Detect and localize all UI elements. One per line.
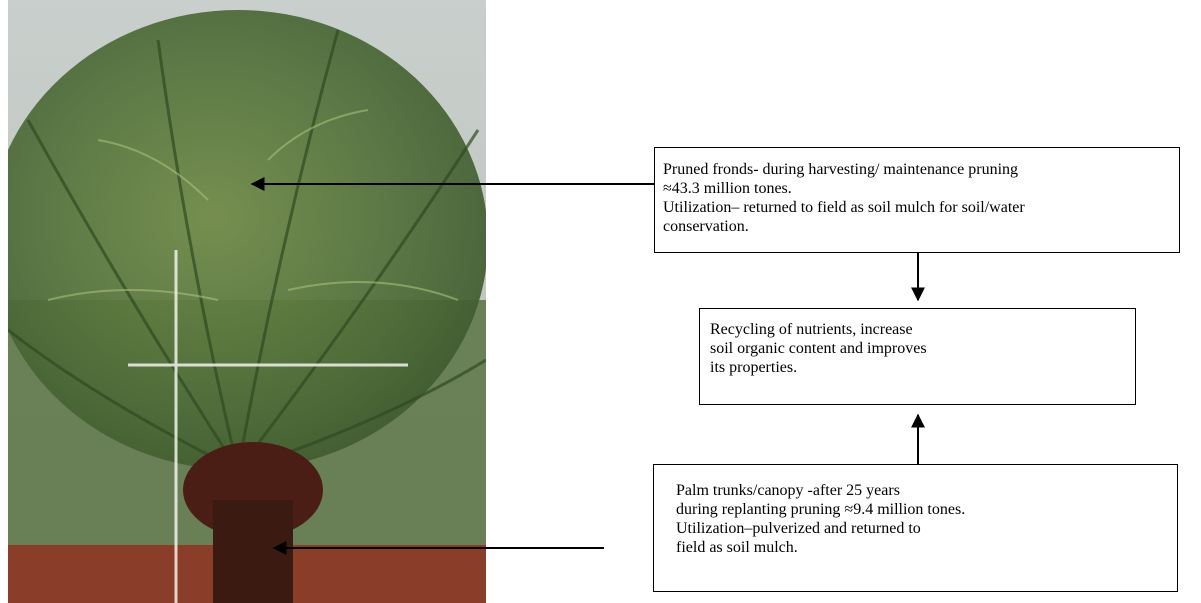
date-palm-photo — [8, 0, 486, 603]
nutrient-recycling-box: Recycling of nutrients, increase soil or… — [699, 308, 1136, 405]
white-pole-marks — [128, 250, 408, 603]
palm-trunks-line-1: Palm trunks/canopy -after 25 years — [676, 482, 900, 499]
palm-trunks-box: Palm trunks/canopy -after 25 years durin… — [653, 464, 1178, 592]
recycling-line-3: its properties. — [710, 359, 798, 376]
pruned-fronds-line-2: ≈43.3 million tones. — [663, 180, 792, 197]
recycling-line-2: soil organic content and improves — [710, 340, 927, 357]
pruned-fronds-line-1: Pruned fronds- during harvesting/ mainte… — [663, 161, 1019, 178]
canopy-mass — [8, 10, 486, 470]
palm-trunks-line-3: Utilization–pulverized and returned to — [676, 520, 921, 537]
pruned-fronds-box: Pruned fronds- during harvesting/ mainte… — [654, 147, 1180, 253]
frond-strokes — [8, 29, 486, 472]
pruned-fronds-line-3: Utilization– returned to field as soil m… — [663, 199, 1025, 216]
palm-trunks-line-4: field as soil mulch. — [676, 539, 798, 556]
palm-trunk — [213, 500, 293, 603]
pruned-fronds-line-4: conservation. — [663, 218, 749, 235]
palm-trunks-line-2: during replanting pruning ≈9.4 million t… — [676, 501, 966, 518]
frond-highlights — [47, 109, 459, 301]
date-palm-illustration — [8, 0, 486, 603]
recycling-line-1: Recycling of nutrients, increase — [710, 321, 913, 338]
